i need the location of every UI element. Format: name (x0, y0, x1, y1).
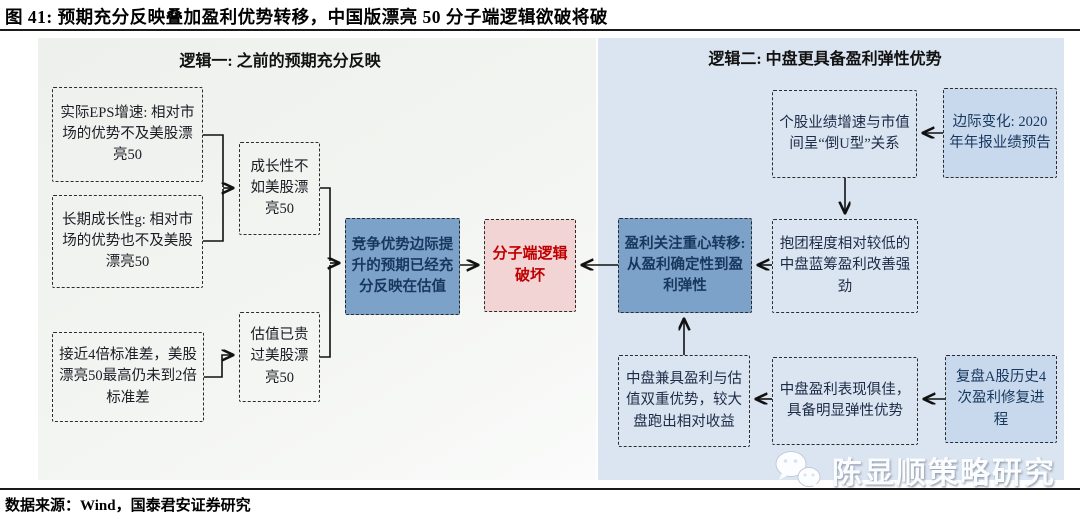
node-replay-history-label: 复盘A股历史4次盈利修复进程 (955, 369, 1047, 428)
node-midcap-dual: 中盘兼具盈利与估值双重优势，较大盘跑出相对收益 (618, 355, 750, 447)
node-midcap-dual-label: 中盘兼具盈利与估值双重优势，较大盘跑出相对收益 (626, 371, 742, 430)
title-divider (0, 29, 1080, 31)
node-numerator-broken-label: 分子端逻辑破坏 (492, 245, 568, 284)
node-actual-eps-label: 实际EPS增速: 相对市场的优势不及美股漂亮50 (60, 104, 195, 163)
node-replay-history: 复盘A股历史4次盈利修复进程 (945, 355, 1057, 443)
node-longterm-g: 长期成长性g: 相对市场的优势也不及美股漂亮50 (52, 195, 203, 288)
node-marginal-change-label: 边际变化: 2020年年报业绩预告 (949, 113, 1051, 151)
node-stddev-label: 接近4倍标准差，美股漂亮50最高仍未到2倍标准差 (59, 347, 197, 406)
node-inverted-u-label: 个股业绩增速与市值间呈“倒U型”关系 (779, 114, 910, 152)
watermark-text: 陈显顺策略研究 (832, 457, 1056, 490)
watermark: 陈显顺策略研究 (772, 448, 1056, 492)
node-groupthink-low: 抱团程度相对较低的中盘蓝筹盈利改善强劲 (772, 219, 918, 313)
node-inverted-u: 个股业绩增速与市值间呈“倒U型”关系 (772, 90, 917, 178)
node-numerator-broken: 分子端逻辑破坏 (484, 219, 576, 312)
node-growth-worse-label: 成长性不如美股漂亮50 (250, 158, 309, 217)
wechat-icon (775, 451, 821, 489)
node-actual-eps: 实际EPS增速: 相对市场的优势不及美股漂亮50 (52, 87, 203, 182)
node-longterm-g-label: 长期成长性g: 相对市场的优势也不及美股漂亮50 (62, 211, 193, 270)
node-profit-shift: 盈利关注重心转移: 从盈利确定性到盈利弹性 (618, 218, 752, 313)
node-groupthink-low-label: 抱团程度相对较低的中盘蓝筹盈利改善强劲 (779, 236, 911, 295)
node-valuation-expensive: 估值已贵过美股漂亮50 (239, 312, 320, 402)
data-source: 数据来源：Wind，国泰君安证券研究 (5, 498, 251, 514)
node-midcap-elastic-label: 中盘盈利表现俱佳，具备明显弹性优势 (779, 381, 911, 419)
node-valuation-expensive-label: 估值已贵过美股漂亮50 (250, 327, 309, 386)
node-profit-shift-label: 盈利关注重心转移: 从盈利确定性到盈利弹性 (624, 235, 746, 294)
node-midcap-elastic: 中盘盈利表现俱佳，具备明显弹性优势 (772, 357, 918, 445)
node-advantage-reflected-label: 竞争优势边际提升的预期已经充分反映在估值 (351, 236, 454, 295)
footer-divider (0, 488, 1080, 490)
logic1-header: 逻辑一: 之前的预期充分反映 (179, 53, 381, 70)
node-stddev: 接近4倍标准差，美股漂亮50最高仍未到2倍标准差 (52, 332, 204, 422)
logic2-header: 逻辑二: 中盘更具备盈利弹性优势 (708, 51, 942, 68)
node-marginal-change: 边际变化: 2020年年报业绩预告 (943, 88, 1057, 178)
node-growth-worse: 成长性不如美股漂亮50 (239, 142, 320, 235)
figure-title: 图 41: 预期充分反映叠加盈利优势转移，中国版漂亮 50 分子端逻辑欲破将破 (5, 7, 608, 27)
node-advantage-reflected: 竞争优势边际提升的预期已经充分反映在估值 (345, 218, 460, 315)
